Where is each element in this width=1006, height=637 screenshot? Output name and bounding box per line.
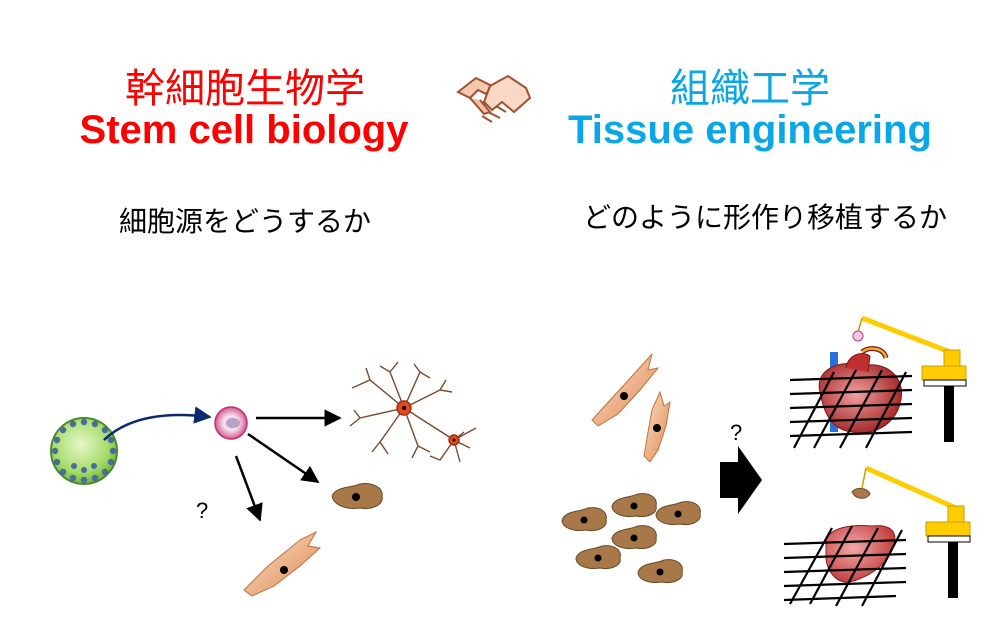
brown-cell-icon [611,525,657,549]
crane-icon [852,315,967,442]
muscle-cell-icon [643,390,671,463]
stem-cell-icon [50,417,118,485]
left-question-mark: ? [196,498,209,523]
stem-to-progenitor-arrow [103,406,212,441]
arrow-to-brown-cell [247,432,320,484]
right-title-en: Tissue engineering [568,108,932,152]
big-right-arrow-icon [720,446,762,514]
handshake-icon [456,74,532,123]
brown-cell-icon [575,545,621,569]
brown-cell-icon [561,507,607,531]
right-title-jp: 組織工学 [670,66,830,112]
brown-cell-icon [637,559,683,583]
left-subtitle: 細胞源をどうするか [118,205,371,238]
left-title-jp: 幹細胞生物学 [125,66,365,112]
liver-scaffold [783,525,907,607]
arrow-to-muscle-cell [234,455,263,522]
heart-scaffold [789,346,913,449]
progenitor-cell-icon [214,406,248,440]
right-subtitle: どのように形作り移植するか [582,201,947,234]
brown-cell-icon [331,483,383,509]
muscle-cell-icon [591,353,660,427]
neuron-icon [349,361,477,463]
brown-cell-icon [655,501,701,525]
crane-icon [851,465,971,598]
muscle-cell-icon [243,530,322,597]
left-title-en: Stem cell biology [79,108,409,152]
right-question-mark: ? [730,420,743,445]
brown-cell-icon [611,493,657,517]
